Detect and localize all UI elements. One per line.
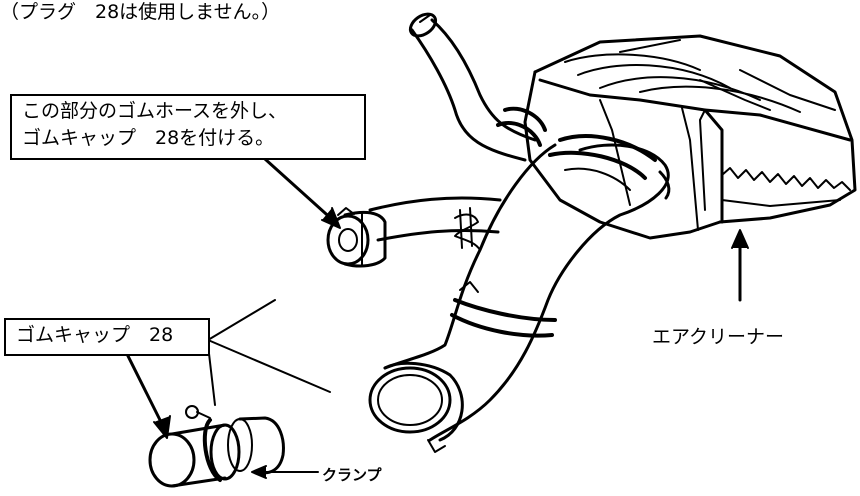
intake-duct [368, 134, 671, 453]
breather-hose [326, 196, 502, 268]
callout-hose-line1: この部分のゴムホースを外し、 [22, 100, 288, 122]
air-cleaner-arrow [731, 229, 749, 302]
callout-cap-box [4, 318, 210, 356]
air-cleaner-label: エアクリーナー [652, 326, 785, 348]
top-note: （プラグ 28は使用しません。） [0, 1, 281, 23]
clamp-label: クランプ [322, 466, 382, 484]
upper-hose [408, 12, 547, 162]
callout-hose-line2: ゴムキャップ 28を付ける。 [22, 127, 275, 149]
callout-cap-label: ゴムキャップ 28 [16, 324, 174, 346]
clamp-arrow [251, 465, 319, 479]
callout-hose-arrow [253, 148, 341, 229]
callout-cap-leader [207, 299, 331, 406]
callout-hose-box [10, 94, 366, 160]
